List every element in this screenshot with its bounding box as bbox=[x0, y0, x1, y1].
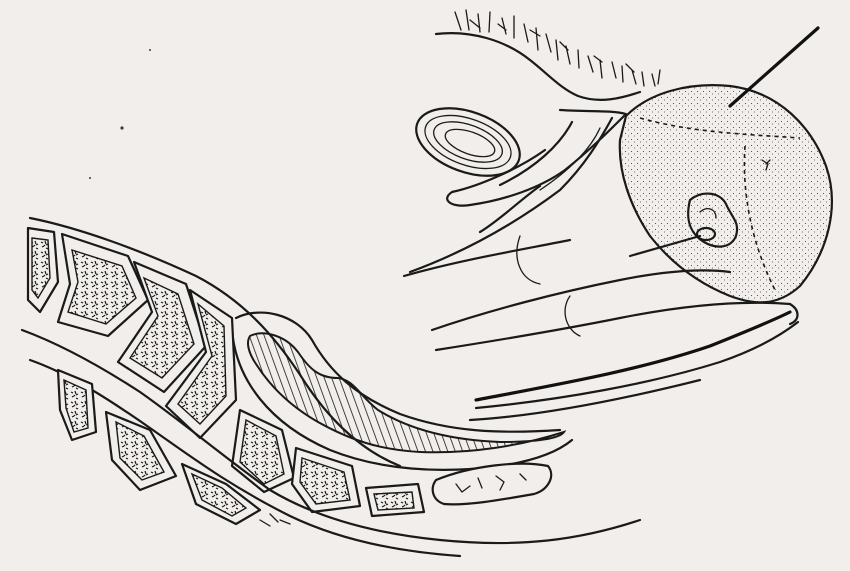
instrument-pointer bbox=[730, 28, 818, 106]
pubic-hair bbox=[436, 10, 660, 100]
rectovaginal-septum bbox=[470, 312, 798, 420]
sacrum-vertebrae bbox=[28, 218, 400, 512]
bladder bbox=[410, 110, 626, 272]
posterior-sacral-outline bbox=[22, 330, 640, 556]
paper-speck bbox=[149, 49, 151, 51]
uterus bbox=[620, 85, 832, 302]
paper-speck bbox=[120, 126, 123, 129]
paper-speck bbox=[89, 177, 91, 179]
symphysis-pubis bbox=[407, 95, 529, 188]
coccyx bbox=[366, 464, 551, 516]
